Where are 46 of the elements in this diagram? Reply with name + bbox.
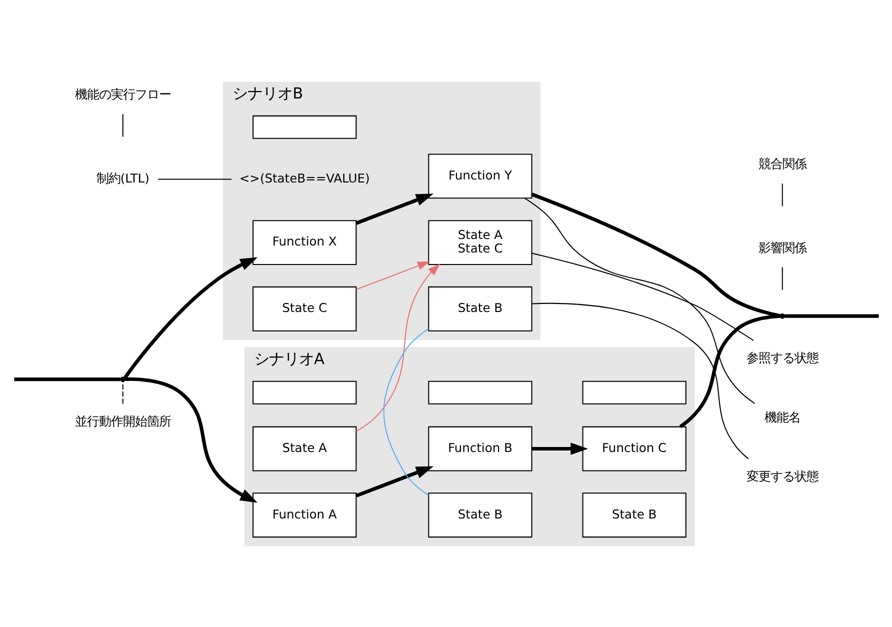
- connector: [531, 302, 748, 459]
- node-text: 並行動作開始箇所: [74, 414, 170, 428]
- node-text: <>(StateB==VALUE): [238, 170, 370, 185]
- connector: [678, 314, 780, 428]
- connector: [122, 381, 123, 404]
- node-box: [582, 380, 686, 404]
- node-text: 機能名: [764, 410, 800, 424]
- node-box: State A: [252, 426, 356, 471]
- connector: [781, 183, 782, 206]
- node-box: State A State C: [428, 220, 532, 264]
- connector: [14, 377, 120, 381]
- connector: [122, 114, 123, 136]
- connector: [531, 252, 754, 340]
- connector: [158, 178, 232, 180]
- arrow: [531, 442, 588, 454]
- node-box: Function B: [428, 426, 532, 471]
- node-text: 変更する状態: [746, 469, 818, 484]
- node-box: State B: [428, 286, 532, 331]
- node-box: State C: [252, 286, 356, 331]
- node-point: [120, 376, 126, 382]
- connector: [524, 197, 755, 404]
- node-box: Function X: [252, 220, 356, 264]
- node-box: State B: [582, 492, 686, 538]
- node-text: 制約(LTL): [96, 170, 149, 185]
- node-box: [428, 380, 532, 404]
- node-box: Function A: [252, 492, 356, 538]
- connector: [530, 192, 780, 318]
- arrow: [124, 376, 258, 502]
- arrow: [355, 466, 433, 497]
- connector: [382, 328, 428, 496]
- node-box: [252, 380, 356, 404]
- node-box: State B: [428, 492, 532, 538]
- arrow: [356, 260, 430, 290]
- arrow: [355, 193, 433, 224]
- node-box: [252, 114, 356, 138]
- node-box: Function C: [582, 426, 686, 471]
- node-text: 影響関係: [758, 240, 806, 254]
- arrow: [122, 256, 258, 379]
- node-point: [779, 312, 785, 318]
- connector: [781, 266, 782, 290]
- node-text: 競合関係: [758, 156, 806, 171]
- node-box: Function Y: [428, 153, 532, 198]
- connector: [784, 314, 878, 318]
- node-text: 機能の実行フロー: [74, 87, 170, 102]
- node-text: 参照する状態: [746, 350, 818, 365]
- arrow: [356, 263, 440, 432]
